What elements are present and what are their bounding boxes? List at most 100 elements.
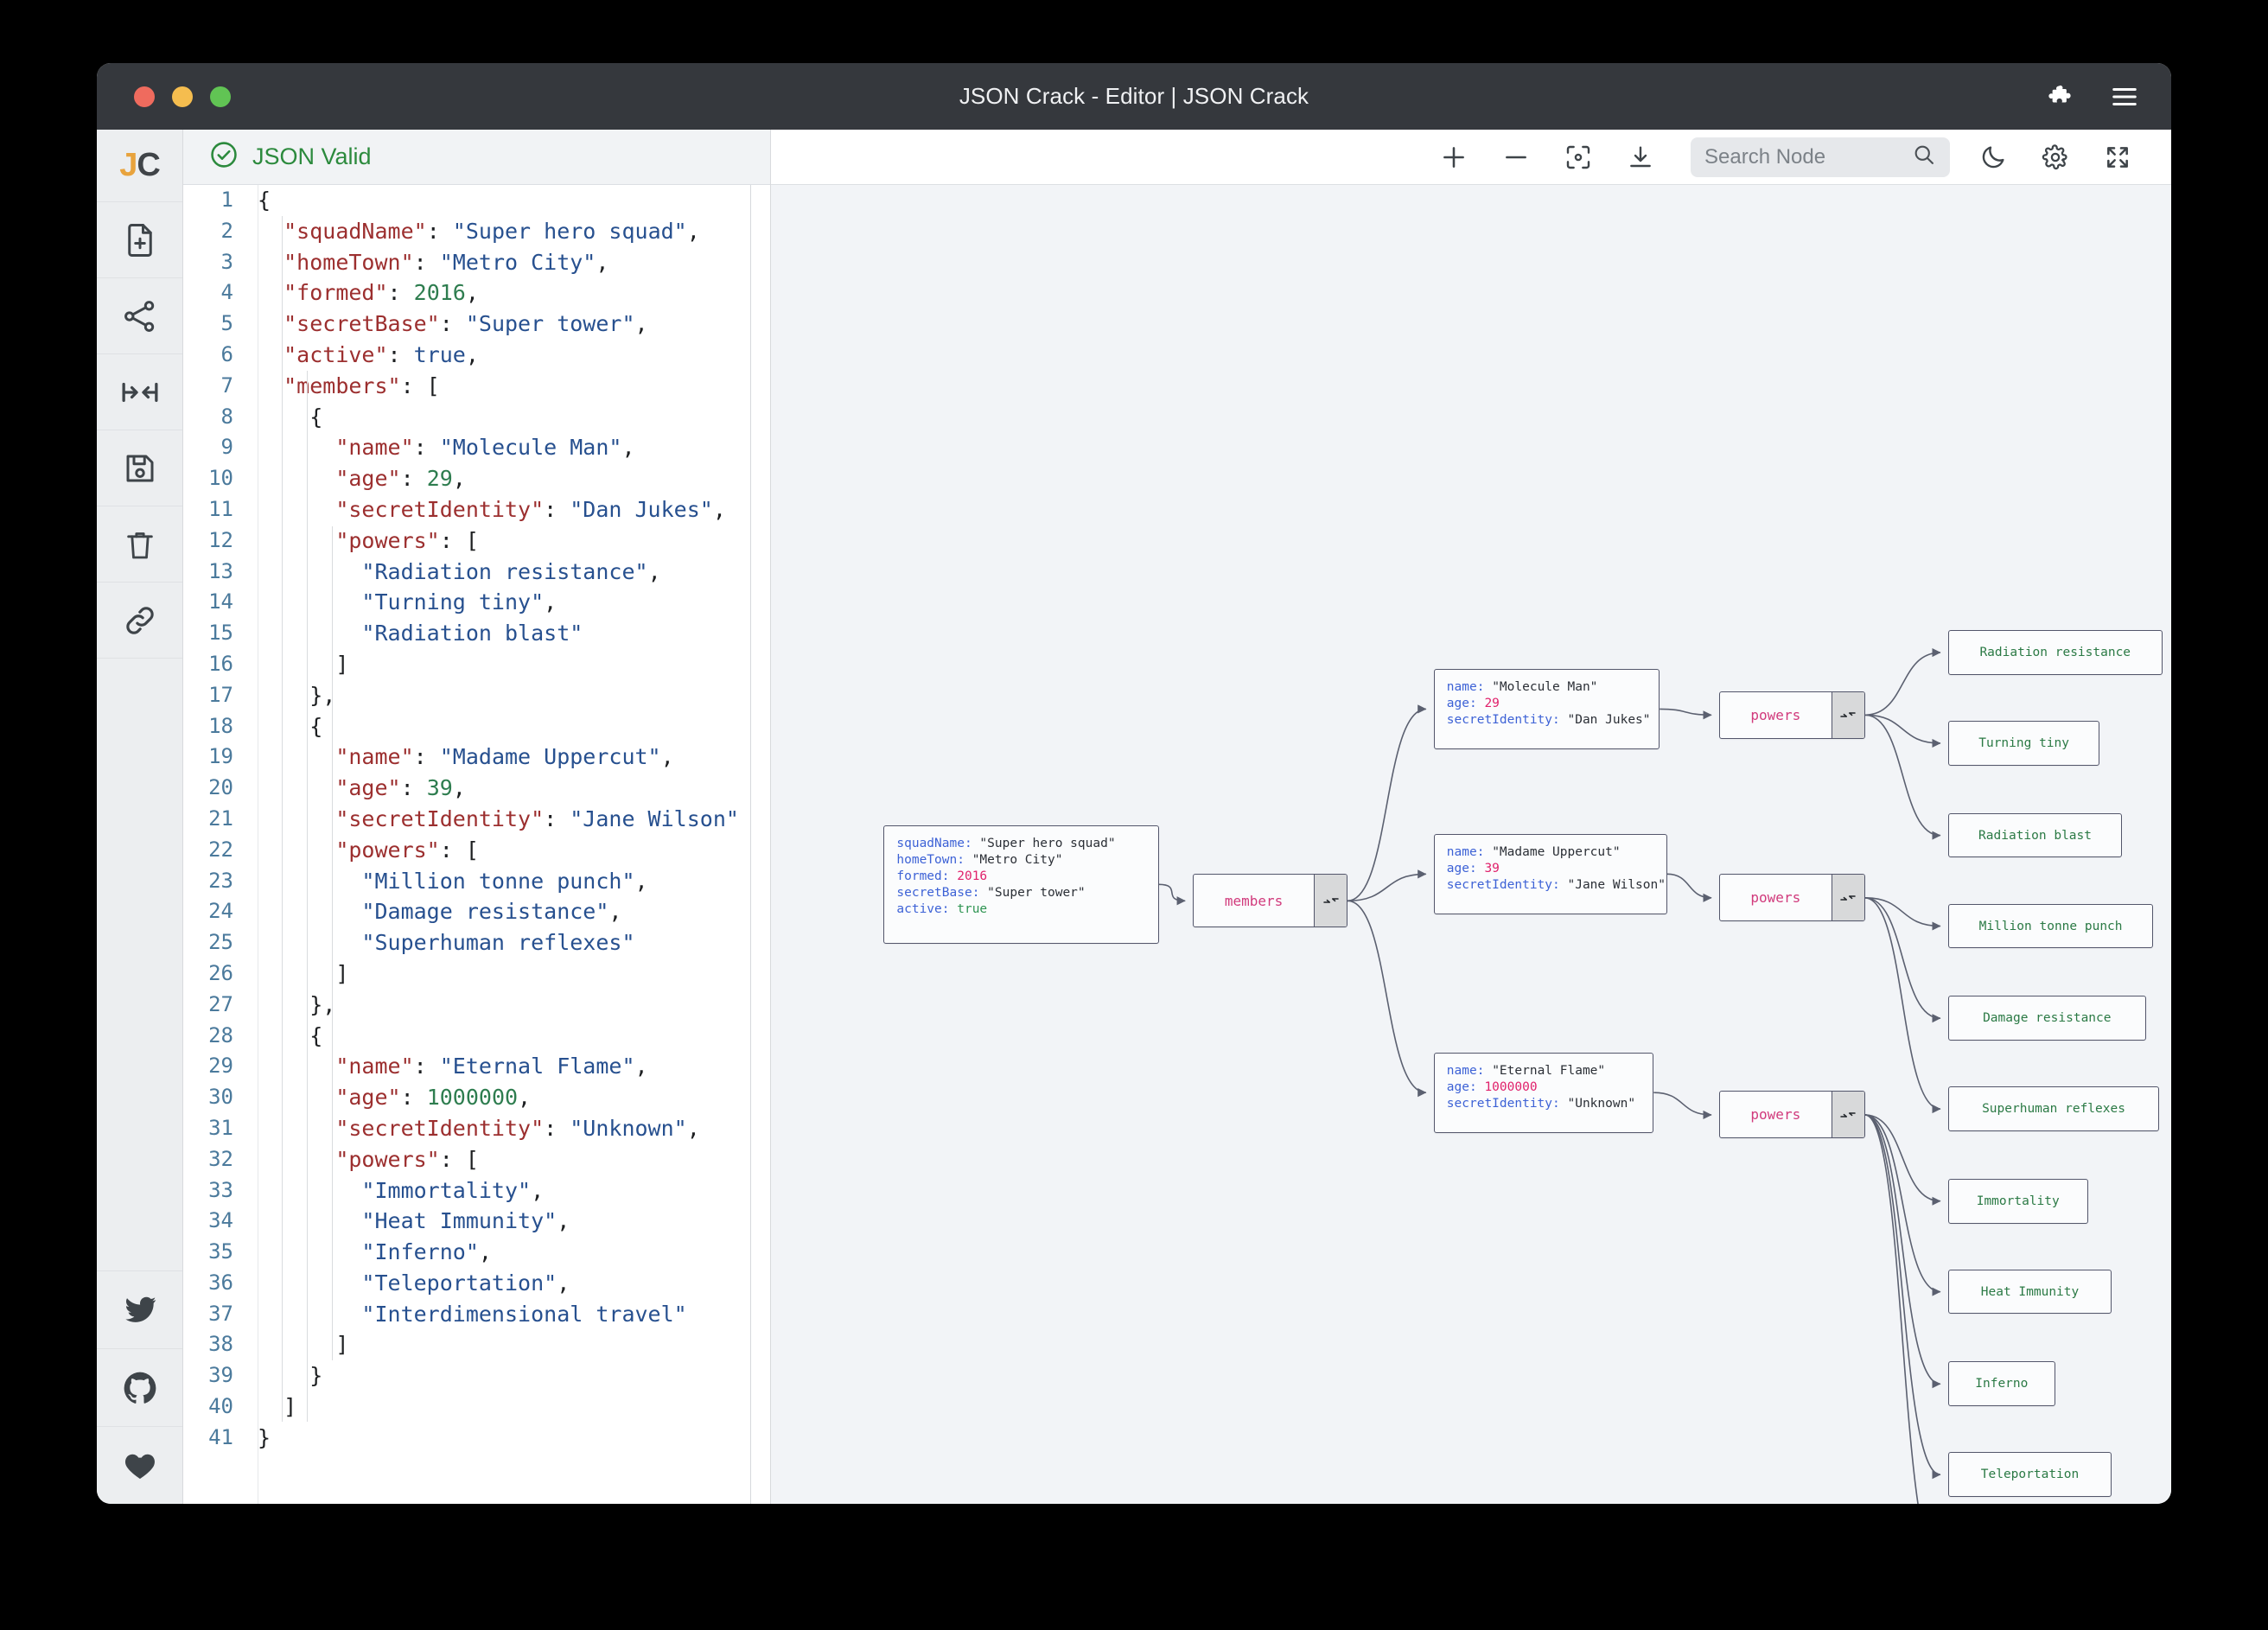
twitter-icon[interactable] [97, 1270, 182, 1348]
token-punc: , [544, 589, 557, 615]
code-line: 31 "secretIdentity": "Unknown", [183, 1113, 770, 1144]
token-key: "name" [335, 1054, 414, 1079]
gear-icon[interactable] [2036, 138, 2074, 176]
token-str: "Inferno" [361, 1239, 479, 1265]
token-key: "name" [335, 435, 414, 461]
trash-icon[interactable] [97, 506, 182, 583]
graph-leaf-node[interactable]: Immortality [1947, 1178, 2088, 1224]
token-punc: , [621, 435, 635, 461]
graph-node-value: 2016 [957, 869, 988, 883]
code-text: "Damage resistance", [245, 896, 621, 927]
indent-guide [332, 526, 333, 742]
download-icon[interactable] [1621, 138, 1660, 176]
graph-leaf-node[interactable]: Damage resistance [1947, 996, 2146, 1041]
collapse-arrows-icon[interactable] [1831, 691, 1864, 738]
indent-guide [332, 928, 333, 1360]
token-key: "members" [284, 372, 401, 398]
token-punc: : [400, 1085, 427, 1111]
graph-parent-node[interactable]: powers [1719, 1091, 1865, 1139]
plus-icon[interactable] [1435, 138, 1473, 176]
collapse-arrows-icon[interactable] [1314, 875, 1347, 927]
code-text: "Million tonne punch", [245, 866, 647, 897]
share-graph-icon[interactable] [97, 278, 182, 354]
graph-parent-node[interactable]: powers [1719, 691, 1865, 739]
token-punc: { [309, 404, 323, 430]
code-text: "Superhuman reflexes" [245, 927, 634, 958]
hamburger-menu-icon[interactable] [2109, 81, 2140, 112]
graph-node-row: active: true [896, 901, 1145, 918]
graph-edges [1158, 647, 1941, 1504]
token-punc: , [465, 341, 479, 367]
graph-node-value: true [957, 901, 988, 916]
graph-leaf-node[interactable]: Turning tiny [1947, 721, 2100, 766]
token-punc: : [426, 218, 453, 244]
graph-leaf-node[interactable]: Inferno [1947, 1361, 2055, 1407]
code-line: 26 ] [183, 958, 770, 990]
magnifier-icon[interactable] [1912, 143, 1936, 171]
graph-parent-node[interactable]: powers [1719, 874, 1865, 922]
puzzle-icon[interactable] [2045, 81, 2076, 112]
graph-node-row: secretIdentity: "Jane Wilson" [1447, 877, 1666, 894]
line-number: 32 [208, 1146, 233, 1171]
graph-leaf-node[interactable]: Teleportation [1947, 1452, 2112, 1497]
save-floppy-icon[interactable] [97, 430, 182, 506]
fullscreen-icon[interactable] [2099, 138, 2137, 176]
new-document-icon[interactable] [97, 202, 182, 278]
token-str: "Interdimensional travel" [361, 1301, 687, 1327]
collapse-arrows-icon[interactable] [1831, 875, 1864, 921]
token-str: "Molecule Man" [439, 435, 622, 461]
token-str: "Damage resistance" [361, 899, 609, 925]
close-button[interactable] [134, 86, 155, 107]
github-icon[interactable] [97, 1348, 182, 1426]
minus-icon[interactable] [1497, 138, 1535, 176]
graph-node-row: secretIdentity: "Unknown" [1447, 1096, 1641, 1112]
graph-parent-label: members [1224, 892, 1284, 909]
collapse-arrows-icon[interactable] [1831, 1092, 1864, 1138]
code-editor-area[interactable]: 1{2 "squadName": "Super hero squad",3 "h… [183, 185, 770, 1504]
jsoncrack-logo[interactable]: JC [97, 130, 182, 202]
graph-leaf-node[interactable]: Radiation resistance [1947, 630, 2163, 675]
token-punc: : [ [400, 372, 440, 398]
token-punc: , [557, 1270, 570, 1296]
graph-canvas[interactable]: squadName: "Super hero squad"homeTown: "… [771, 185, 2171, 1504]
code-text: "age": 29, [245, 463, 466, 494]
line-number: 31 [208, 1115, 233, 1140]
minimize-button[interactable] [172, 86, 193, 107]
graph-parent-node[interactable]: members [1193, 874, 1348, 928]
code-text: "Heat Immunity", [245, 1206, 570, 1237]
focus-center-icon[interactable] [1559, 138, 1597, 176]
graph-node-value: "Super tower" [987, 885, 1086, 900]
search-input[interactable] [1704, 144, 1903, 169]
token-str: "Heat Immunity" [361, 1208, 557, 1234]
token-str: "Super tower" [465, 311, 635, 337]
graph-leaf-node[interactable]: Radiation blast [1947, 812, 2123, 858]
line-number: 29 [208, 1054, 233, 1079]
graph-object-node[interactable]: squadName: "Super hero squad"homeTown: "… [883, 825, 1159, 945]
graph-leaf-node[interactable]: Million tonne punch [1947, 903, 2154, 949]
rail-spacer [97, 659, 182, 1270]
link-icon[interactable] [97, 583, 182, 659]
token-punc: , [660, 744, 674, 770]
editor-scroll-indicator[interactable] [750, 185, 751, 1504]
line-number: 6 [220, 341, 233, 366]
token-punc: { [258, 188, 271, 213]
graph-node-value: "Super hero squad" [979, 836, 1116, 850]
token-str: "Immortality" [361, 1177, 532, 1203]
moon-icon[interactable] [1974, 138, 2012, 176]
token-num: 39 [426, 775, 453, 801]
heart-icon[interactable] [97, 1426, 182, 1504]
token-punc: } [309, 1363, 323, 1389]
line-number: 11 [208, 496, 233, 521]
json-validity-bar: JSON Valid [183, 130, 770, 185]
line-number: 19 [208, 744, 233, 769]
token-bool: true [413, 341, 466, 367]
search-node-box[interactable] [1691, 137, 1950, 177]
token-key: "age" [335, 466, 401, 492]
maximize-button[interactable] [210, 86, 231, 107]
graph-leaf-node[interactable]: Superhuman reflexes [1947, 1086, 2160, 1131]
graph-leaf-node[interactable]: Heat Immunity [1947, 1269, 2112, 1315]
collapse-horizontal-icon[interactable] [97, 354, 182, 430]
